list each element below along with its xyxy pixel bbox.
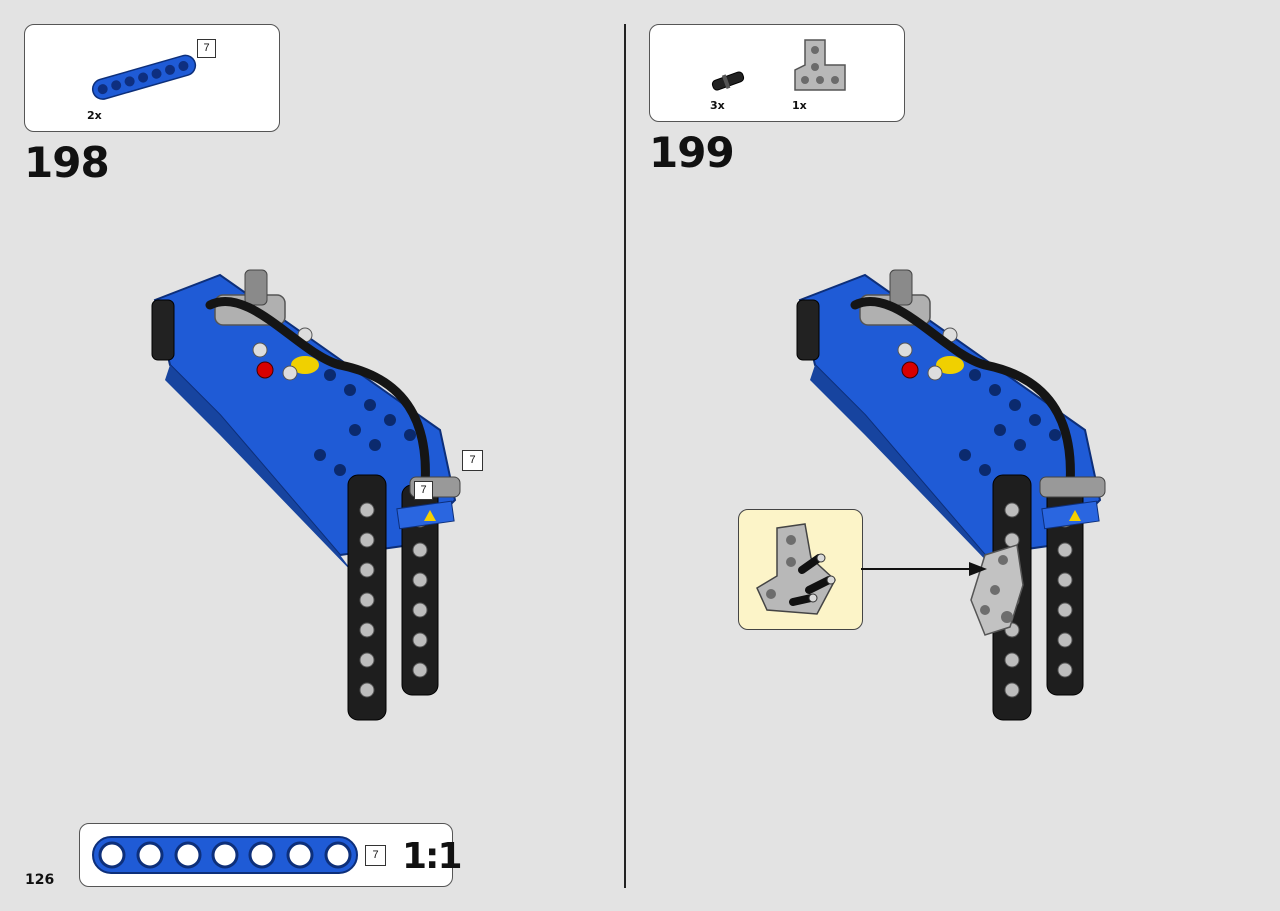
- length-tag-lower: 7: [414, 481, 433, 500]
- callout-arrow: [861, 562, 987, 576]
- step-number-198: 198: [24, 138, 110, 187]
- page-divider: [624, 24, 626, 888]
- beam-7-scale-icon: [92, 836, 358, 874]
- pin-black-icon: [711, 71, 745, 91]
- scale-label: 1:1: [402, 836, 462, 877]
- part-quantity: 2x: [87, 109, 102, 122]
- parts-list-box-198: 7 2x: [24, 24, 280, 132]
- assembly-model-198: [151, 269, 461, 721]
- pin-quantity: 3x: [710, 99, 725, 112]
- t-beam-with-pins-icon: [756, 523, 836, 615]
- assembly-model-199: [796, 269, 1106, 721]
- parts-list-box-199: 3x 1x: [649, 24, 905, 122]
- t-beam-gray-icon: [794, 39, 846, 91]
- beam-7-blue-icon: [91, 54, 197, 100]
- page-number: 126: [25, 872, 55, 888]
- sub-assembly-callout: [738, 509, 863, 630]
- step-number-199: 199: [649, 128, 735, 177]
- beam-length-tag: 7: [197, 39, 216, 58]
- t-beam-quantity: 1x: [792, 99, 807, 112]
- scale-length-tag: 7: [365, 845, 386, 866]
- length-tag-upper: 7: [462, 450, 483, 471]
- scale-ruler-box: 7 1:1: [79, 823, 462, 887]
